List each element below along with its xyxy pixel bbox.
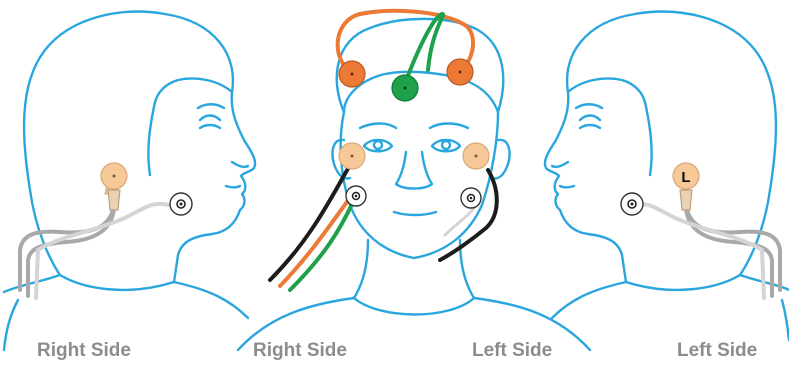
label-left-side-front: Left Side <box>472 340 552 362</box>
label-left-side-profile: Left Side <box>677 340 757 362</box>
left-profile-figure <box>4 12 255 350</box>
label-right-side-profile: Right Side <box>37 340 131 362</box>
right-profile-figure: L <box>545 12 789 340</box>
label-right-side-front: Right Side <box>253 340 347 362</box>
electrode-letter: L <box>681 169 690 186</box>
front-view-figure <box>238 11 590 350</box>
